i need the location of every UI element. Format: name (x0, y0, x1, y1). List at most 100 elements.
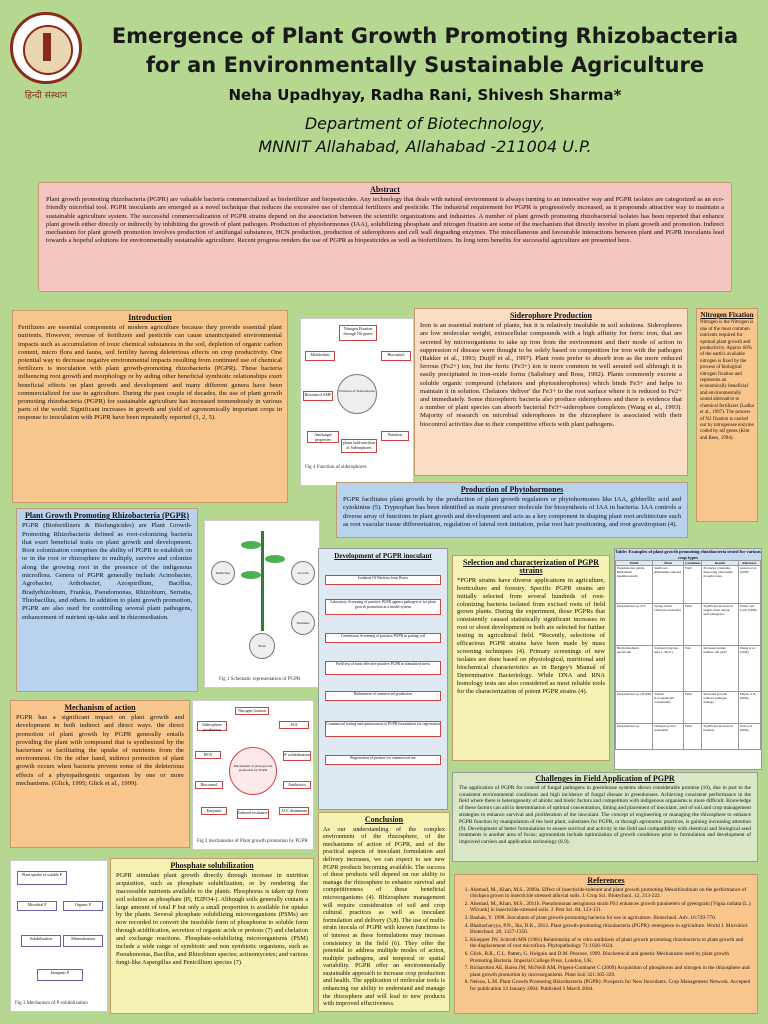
references-heading: References (587, 876, 625, 885)
mechanism-node: Siderophore production (197, 721, 227, 732)
introduction-section: Introduction Fertilizers are essential c… (12, 310, 288, 503)
table-cell: Gull et al. (2004) (737, 723, 761, 750)
reference-item: Ahemad, M., Khan, M.S., 2011b. Pseudomon… (470, 901, 751, 914)
pgpr-heading: Plant Growth Promoting Rhizobacteria (PG… (24, 511, 190, 520)
fig1-node: Nutrients (291, 611, 315, 635)
references-list: Ahemad, M., Khan, M.S., 2009a. Effect of… (461, 887, 751, 993)
phytohormone-heading: Production of Phytohormones (460, 485, 564, 494)
pgpr-text: PGPR (Biofertilizers & Biofungicides) ar… (22, 522, 192, 621)
challenges-heading: Challenges in Field Application of PGPR (535, 774, 675, 783)
table-header: Conditions (683, 560, 703, 566)
reference-item: Bhattacharyya, P.N., Jha, D.K., 2012. Pl… (470, 923, 751, 936)
mechanism-figure: Mechanism of plant growth promotion by P… (192, 700, 314, 850)
mechanism-section: Mechanism of action PGPR has a significa… (10, 700, 190, 848)
abstract-heading: Abstract (370, 185, 400, 194)
mechanism-node: IAA (279, 721, 309, 729)
mechanism-heading: Mechanism of action (64, 703, 136, 712)
phosphate-node: Plant uptake of soluble P (17, 871, 67, 885)
fig1-node: Growth (291, 561, 315, 585)
table-cell: Chickpea (Cicer arietinum) (652, 723, 685, 750)
siderophore-center: Function of Siderophores (337, 374, 377, 414)
fig1-node: Plant (249, 633, 275, 659)
table-cell: Bradyrhizobium japonicum (615, 645, 654, 692)
development-step: Registration of product for commercial u… (325, 755, 441, 765)
table-cell: Pseudomonas sp. (PGPR) (615, 691, 654, 724)
mechanism-node: P. solubilization (283, 751, 311, 761)
reference-item: Richardson AE, Barea JM, McNeill AM, Pri… (470, 965, 751, 978)
phosphate-node: Mineralization (63, 935, 103, 947)
phosphate-heading: Phosphate solubilization (170, 861, 254, 870)
conclusion-heading: Conclusion (364, 815, 404, 824)
challenges-text: The application of PGPR for control of f… (459, 784, 751, 846)
table-cell: Field (683, 691, 703, 724)
table-cell: Mayak et al. (2004) (737, 691, 761, 724)
mechanism-node: Enzymes (201, 807, 227, 815)
siderophore-node: Nitrogen Fixation through Nif genes (339, 325, 377, 341)
table-cell: Significant increase in biomass (701, 723, 739, 750)
poster-title: Emergence of Plant Growth Promoting Rhiz… (111, 24, 739, 77)
nitrogen-text: Nitrogen is the Nitrogen is one of the m… (700, 320, 754, 441)
development-step: Refinement of commercial production (325, 691, 441, 701)
phosphate-text: PGPR stimulate plant growth directly thr… (116, 871, 308, 966)
poster-authors: Neha Upadhyay, Radha Rani, Shivesh Sharm… (228, 86, 622, 104)
table-cell: Spring wheat (Triticum aestivum) (652, 603, 685, 646)
table-cell: Field (683, 565, 703, 604)
table-cell: Produced cytokinins, improving yield und… (701, 565, 739, 604)
mechanism-text: PGPR has a significant impact on plant g… (16, 714, 184, 787)
phosphate-caption: Fig 3 Mechanism of P solubilization (15, 1001, 88, 1006)
phosphate-section: Phosphate solubilization PGPR stimulate … (110, 858, 314, 1014)
siderophore-text: Iron is an essential nutrient of plants,… (420, 322, 682, 428)
plant-leaf (241, 571, 261, 579)
mechanism-node: Biocontrol (195, 781, 223, 789)
reference-item: Bashan, Y. 1998. Inoculants of plant gro… (470, 915, 751, 922)
table-cell: Pseudomonas putida, Rhizobium leguminosa… (615, 565, 654, 604)
development-heading: Development of PGPR inoculant (334, 552, 432, 560)
fig1-node: Medicines (211, 561, 235, 585)
mechanism-node: HCN (195, 751, 221, 759)
development-step: Laboratory Screening of putative PGPR ag… (325, 599, 441, 615)
phosphate-node: Inorganic P (37, 969, 83, 981)
plant-leaf (265, 555, 285, 563)
affiliation-dept: Department of Biotechnology, (304, 114, 546, 133)
table-cell: Tomato (Lycopersicum esculentum) (652, 691, 685, 724)
plant-leaf (241, 541, 261, 549)
table-cell: Antoun et al. (1998) (737, 565, 761, 604)
table-cell: Soybean (Glycine max L. Merr.) (652, 645, 685, 692)
selection-section: Selection and characterization of PGPR s… (452, 555, 610, 761)
phosphate-node: Microbial P (17, 901, 57, 911)
mechanism-node: Antibiotics (283, 781, 311, 789)
table-cell: Sunflower (Helianthus annuus) (652, 565, 685, 604)
table-row: Pseudomonas putida, Rhizobium leguminosa… (615, 565, 761, 604)
table-cell: Significant increase in length, tuber ou… (701, 603, 739, 646)
table-cell: Increased growth; reduced pathogen damag… (701, 691, 739, 724)
mechanism-node: Induced resistance (237, 809, 269, 819)
phosphate-node: Organic P (63, 901, 103, 911)
introduction-text: Fertilizers are essential components of … (18, 324, 282, 422)
phosphate-figure: Plant uptake of soluble P Microbial P Or… (10, 860, 108, 1012)
reference-item: Nelson, L.M. Plant Growth Promoting Rhiz… (470, 979, 751, 992)
selection-text: *PGPR strains have diverse applications … (457, 576, 605, 695)
introduction-heading: Introduction (128, 313, 172, 322)
nitrogen-heading: Nitrogen Fixation (700, 311, 754, 319)
siderophore-node: Biocontrol AMF (303, 391, 333, 401)
siderophore-node: Antifungal properties (307, 431, 339, 443)
affiliation-address: MNNIT Allahabad, Allahabad -211004 U.P. (258, 137, 592, 156)
table-cell: Zhang et al. (1996) (737, 645, 761, 692)
table-title: Table: Examples of plant growth promotin… (615, 549, 761, 560)
siderophore-node: Biocontrol (381, 351, 411, 361)
development-section: Development of PGPR inoculant Isolation … (318, 548, 448, 810)
table-cell: Field (683, 603, 703, 646)
table-cell: Pseudomonas sp. P75 (615, 603, 654, 646)
table-cell: Pseudomonas sp. (615, 723, 654, 750)
siderophore-section: Siderophore Production Iron is an essent… (414, 308, 688, 476)
reference-item: Ahemad, M., Khan, M.S., 2009a. Effect of… (470, 887, 751, 900)
development-step: Field test of most effective putative PG… (325, 661, 441, 675)
phytohormone-section: Production of Phytohormones PGPR facilit… (336, 482, 688, 538)
development-step: Isolation Of Bacteria from Roots (325, 575, 441, 585)
siderophore-figure: Function of Siderophores Nitrogen Fixati… (300, 318, 414, 486)
logo-text: हिन्दी संस्थान (24, 91, 68, 101)
siderophore-node: Nutrition (381, 431, 409, 441)
reference-item: Glick, B.R., C.L. Patten, G. Holguin and… (470, 951, 751, 964)
